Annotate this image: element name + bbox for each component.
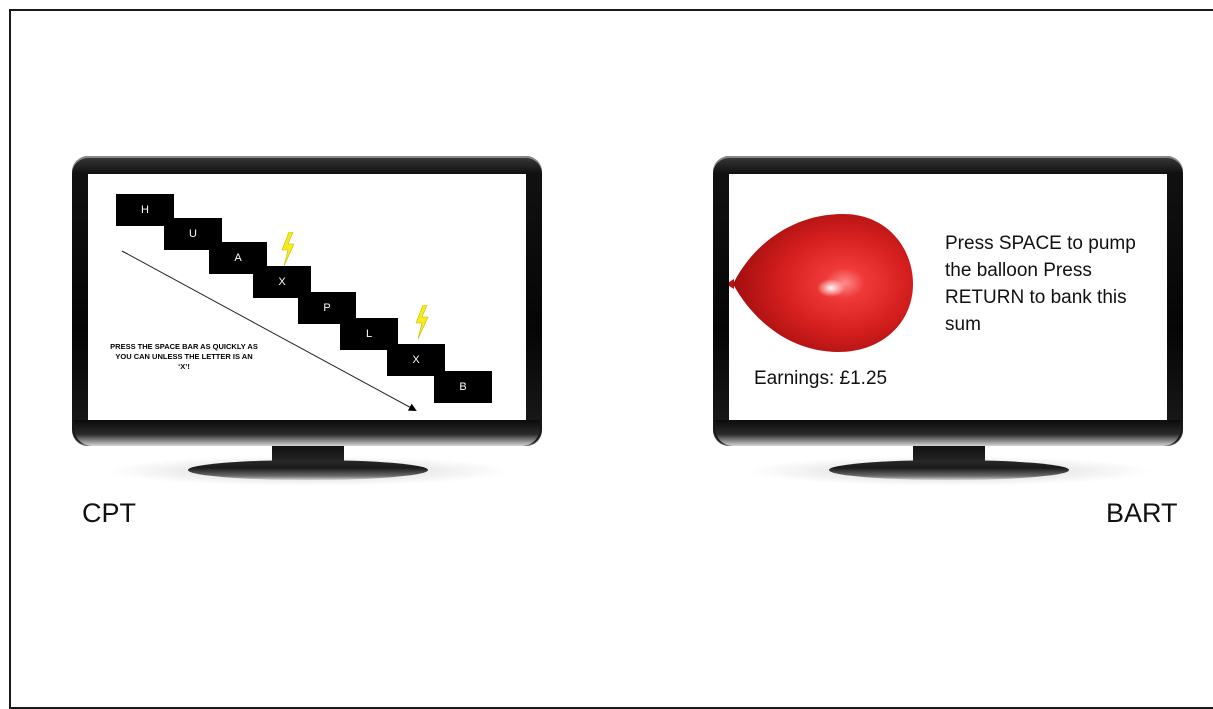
bart-caption: BART bbox=[1106, 498, 1178, 529]
lightning-bolt-icon bbox=[280, 232, 296, 266]
bart-monitor: Press SPACE to pump the balloon Press RE… bbox=[713, 156, 1185, 486]
cpt-caption: CPT bbox=[82, 498, 136, 529]
bart-instructions: Press SPACE to pump the balloon Press RE… bbox=[945, 230, 1160, 338]
earnings-label: Earnings: £1.25 bbox=[754, 368, 887, 390]
cpt-screen: H U A X P L X B PRESS THE SPACE BAR AS Q… bbox=[88, 174, 526, 420]
cpt-instruction: PRESS THE SPACE BAR AS QUICKLY AS YOU CA… bbox=[110, 342, 258, 372]
balloon-icon bbox=[729, 204, 923, 364]
cpt-monitor: H U A X P L X B PRESS THE SPACE BAR AS Q… bbox=[72, 156, 544, 486]
bart-screen: Press SPACE to pump the balloon Press RE… bbox=[729, 174, 1167, 420]
monitor-chin bbox=[74, 420, 540, 446]
monitor-foot bbox=[188, 460, 428, 480]
letter-tile: B bbox=[434, 371, 492, 403]
lightning-bolt-icon bbox=[414, 305, 430, 339]
monitor-foot bbox=[829, 460, 1069, 480]
monitor-chin bbox=[715, 420, 1181, 446]
